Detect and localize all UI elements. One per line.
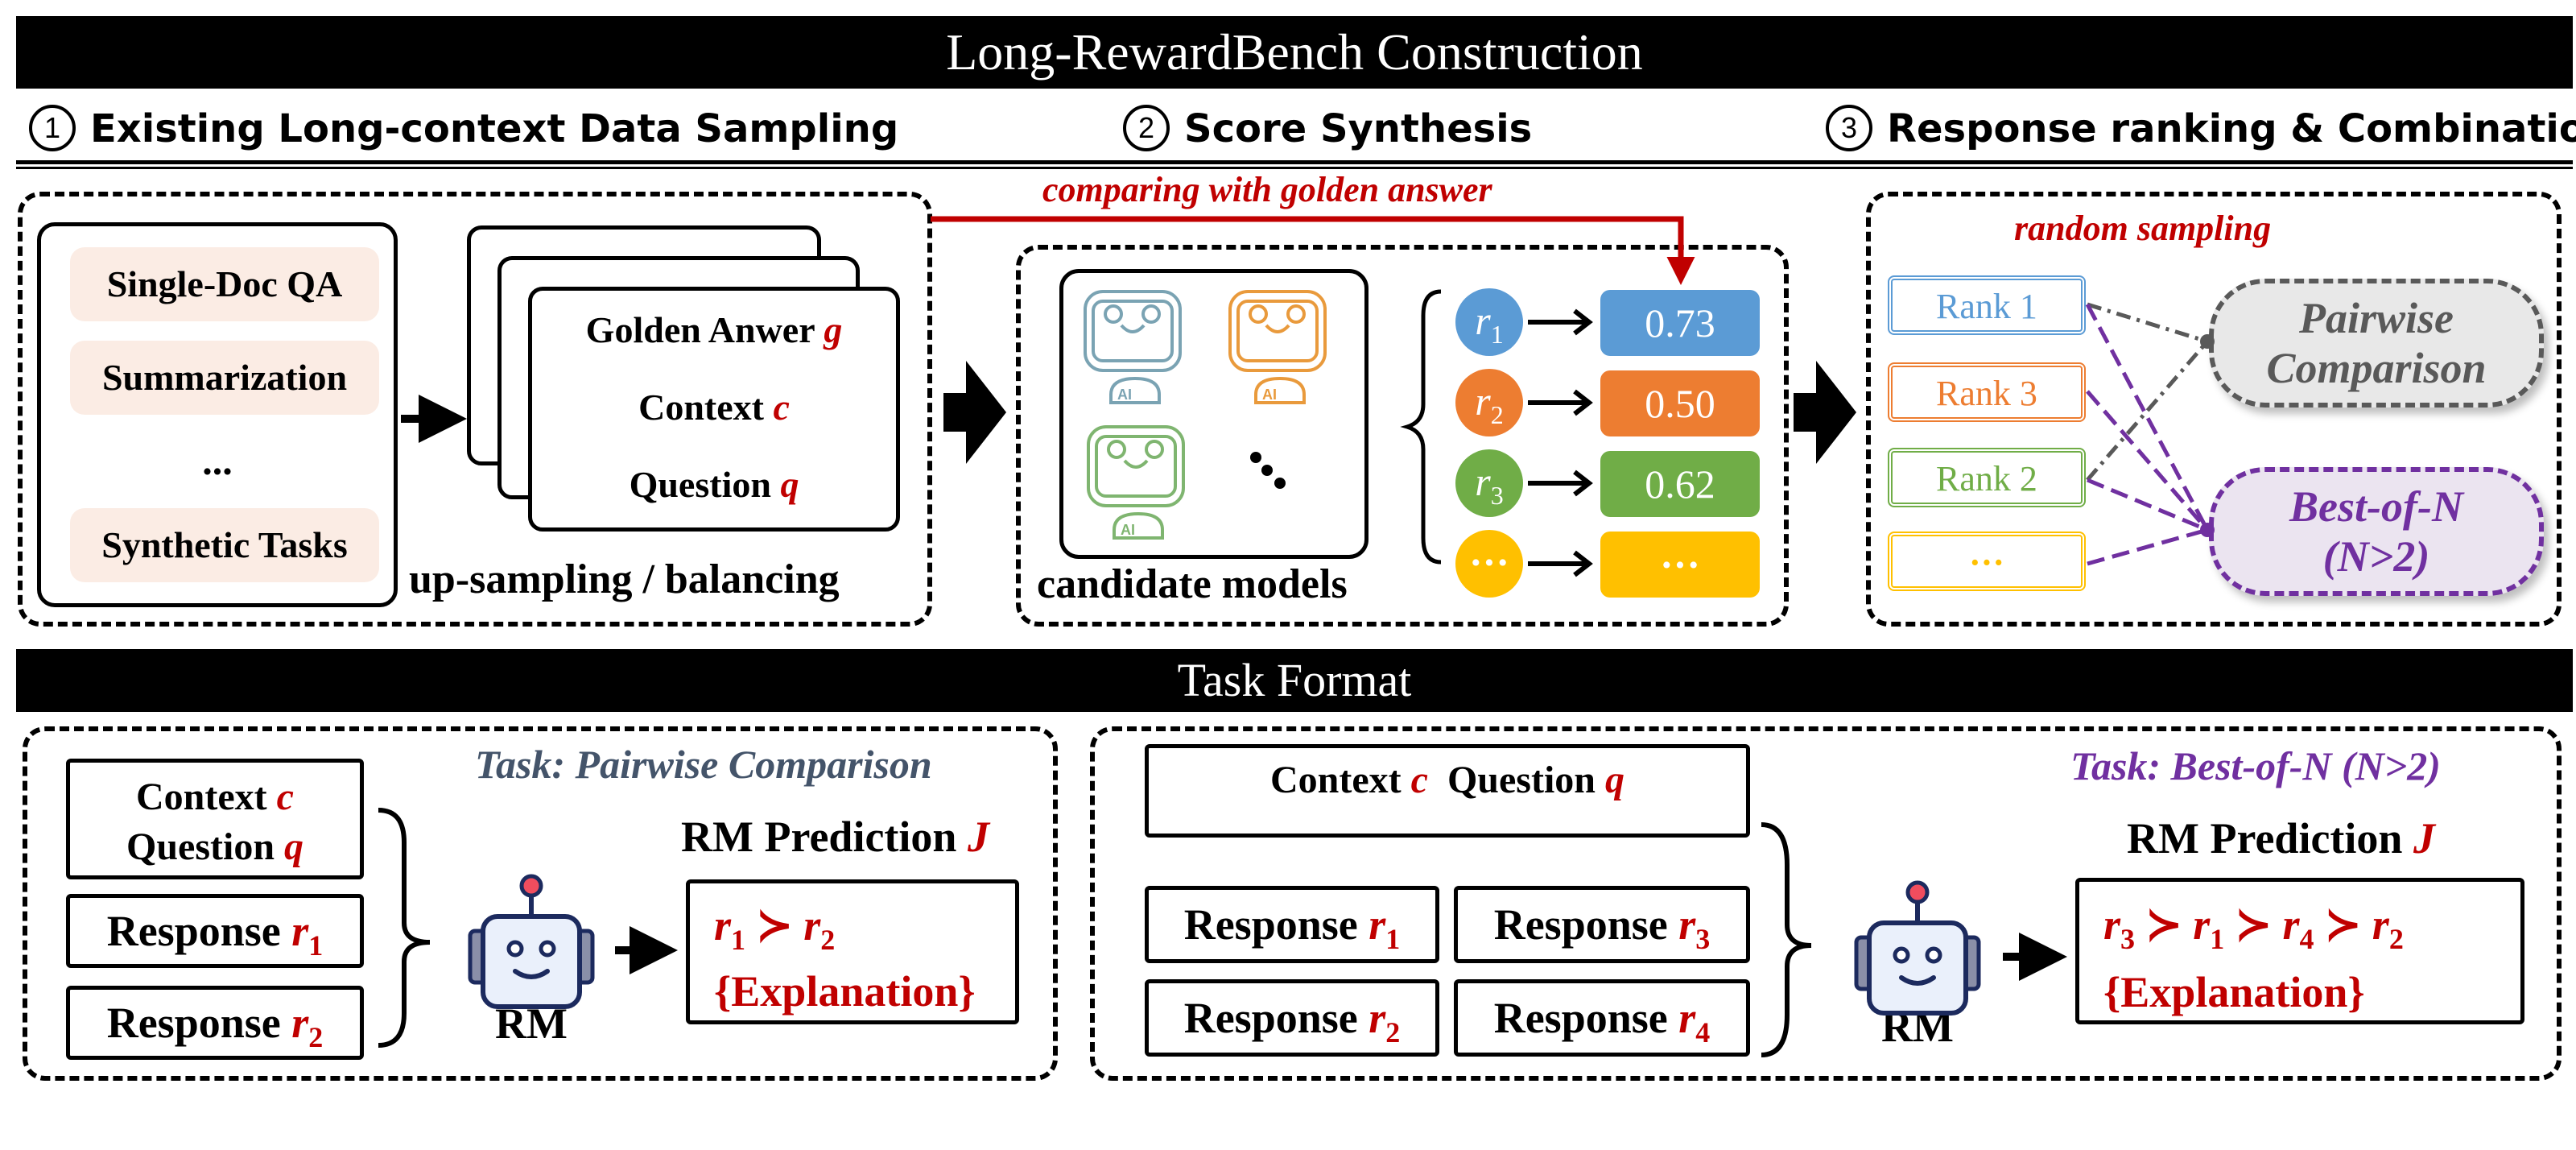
bon-prediction-box: r3 ≻ r1 ≻ r4 ≻ r2 {Explanation}: [2075, 878, 2524, 1024]
score-r2: 0.50: [1600, 370, 1760, 436]
stage-2-header: 2 Score Synthesis: [1123, 97, 1532, 161]
robot-model-blue-icon: AI: [1084, 290, 1182, 404]
more-models-ellipsis-icon: [1250, 452, 1286, 489]
task-ellipsis: ...: [202, 438, 233, 483]
bon-prediction-label: RM Prediction J: [2127, 814, 2435, 862]
pairwise-rm-robot-icon: [468, 874, 595, 1009]
bon-response-r3-box: Response r3: [1454, 886, 1750, 963]
robot-model-orange-icon: AI: [1228, 290, 1327, 404]
response-brace: [1400, 289, 1442, 565]
score-r1: 0.73: [1600, 290, 1760, 356]
stage-number-badge: 2: [1123, 105, 1170, 151]
bon-input-brace: [1761, 822, 1812, 1057]
construction-banner: Long-RewardBench Construction: [16, 16, 2573, 89]
block-arrow-stage1-to-2: [943, 361, 1006, 464]
bon-context-question-box: Context c Question q: [1145, 744, 1750, 838]
stage-2-panel: [1016, 245, 1789, 627]
response-score-arrows: [1528, 308, 1593, 577]
task-summarization: Summarization: [70, 341, 379, 415]
score-r3: 0.62: [1600, 451, 1760, 517]
rank-1-box: Rank 1: [1888, 275, 2086, 335]
rank-3-box: Rank 3: [1888, 362, 2086, 422]
response-r2-circle: r2: [1455, 369, 1523, 436]
rank-2-box: Rank 2: [1888, 448, 2086, 507]
stage-1-panel: [18, 192, 932, 627]
candidate-models-caption: candidate models: [1037, 561, 1348, 607]
stage-number-badge: 1: [29, 105, 76, 151]
score-more: ···: [1600, 532, 1760, 598]
bon-ranking: r3 ≻ r1 ≻ r4 ≻ r2: [2103, 900, 2404, 955]
pairwise-response-r1-box: Response r1: [66, 894, 364, 968]
svg-text:AI: AI: [1262, 387, 1277, 403]
compare-golden-label: comparing with golden answer: [1042, 170, 1492, 209]
bon-rm-robot-icon: [1854, 880, 1981, 1016]
task-single-doc-qa: Single-Doc QA: [70, 247, 379, 321]
svg-text:AI: AI: [1121, 522, 1135, 538]
stage-1-header: 1 Existing Long-context Data Sampling: [29, 97, 898, 161]
double-rule-top: [16, 160, 2573, 164]
stage-3-header: 3 Response ranking & Combination: [1826, 97, 2576, 161]
question-field: Question q: [629, 464, 799, 505]
bon-task-title: Task: Best-of-N (N>2): [2070, 743, 2441, 788]
bon-task-panel: [1090, 726, 2562, 1081]
pairwise-context-question-box: Context c Question q: [66, 759, 364, 879]
response-r1-circle: r1: [1455, 288, 1523, 356]
pairwise-prediction-box: r1 ≻ r2 {Explanation}: [686, 879, 1019, 1024]
pairwise-prediction-label: RM Prediction J: [681, 813, 989, 861]
pairwise-task-title: Task: Pairwise Comparison: [475, 742, 932, 787]
pairwise-explanation: {Explanation}: [714, 966, 976, 1016]
svg-text:AI: AI: [1117, 387, 1132, 403]
pairwise-junction-dot: [2200, 334, 2215, 349]
bon-explanation: {Explanation}: [2103, 967, 2365, 1016]
task-synthetic-tasks: Synthetic Tasks: [70, 508, 379, 582]
double-rule-bottom: [16, 167, 2573, 169]
stage-3-panel: [1866, 192, 2562, 627]
task-format-banner: Task Format: [16, 649, 2573, 712]
bon-response-r1-box: Response r1: [1145, 886, 1439, 963]
bon-connectors: [2085, 303, 2210, 566]
response-more-circle: ···: [1455, 530, 1523, 598]
block-arrow-stage2-to-3: [1794, 361, 1856, 464]
bon-junction-dot: [2200, 523, 2215, 537]
stage-label: Response ranking & Combination: [1887, 106, 2576, 151]
compare-golden-arrow: [931, 216, 1695, 285]
pairwise-connectors: [2086, 302, 2209, 482]
robot-model-green-icon: AI: [1087, 425, 1185, 540]
stage-number-badge: 3: [1826, 105, 1872, 151]
task-category-box: Single-Doc QA Summarization ... Syntheti…: [37, 222, 398, 607]
pairwise-task-panel: [23, 726, 1058, 1081]
pairwise-input-brace: [378, 808, 431, 1048]
bon-response-r4-box: Response r4: [1454, 979, 1750, 1057]
data-card-front: Golden Anwer g Context c Question q: [528, 287, 900, 532]
upsampling-caption: up-sampling / balancing: [409, 556, 840, 602]
pairwise-response-r2-box: Response r2: [66, 986, 364, 1060]
rank-more-box: ···: [1888, 532, 2086, 591]
best-of-n-node: Best-of-N(N>2): [2209, 467, 2544, 596]
stage-label: Score Synthesis: [1184, 106, 1533, 151]
random-sampling-label: random sampling: [2014, 209, 2272, 248]
response-r3-circle: r3: [1455, 449, 1523, 517]
bon-response-r2-box: Response r2: [1145, 979, 1439, 1057]
golden-answer-field: Golden Anwer g: [585, 309, 843, 350]
context-field: Context c: [638, 387, 790, 428]
stage-label: Existing Long-context Data Sampling: [90, 106, 899, 151]
pairwise-ranking: r1 ≻ r2: [714, 901, 836, 956]
